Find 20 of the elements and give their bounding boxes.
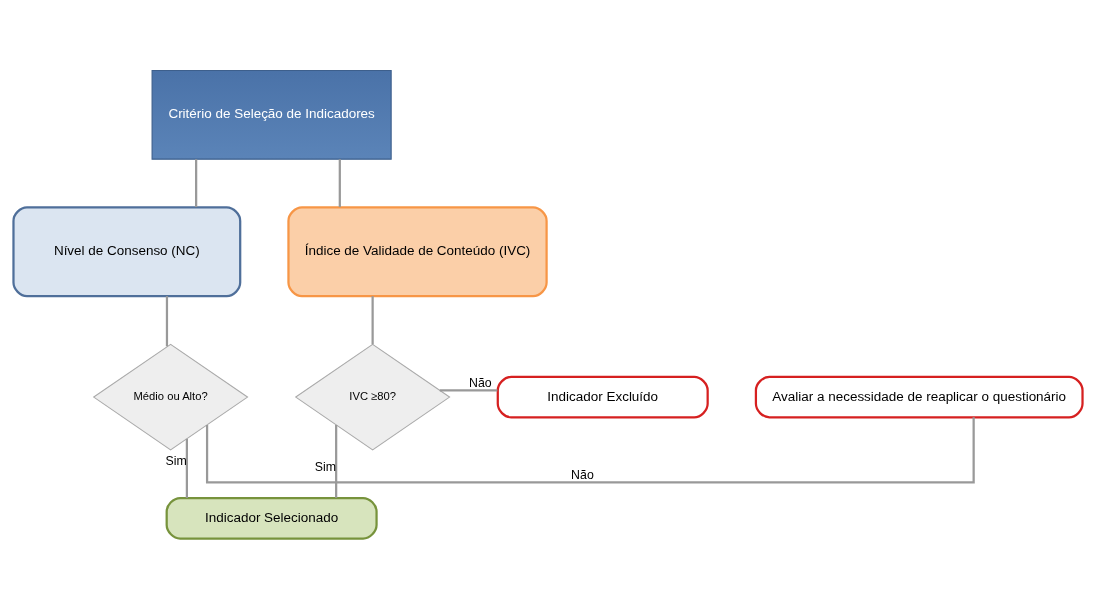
node-diamond: IVC ≥80? <box>294 343 451 450</box>
connector <box>165 295 169 346</box>
connector <box>335 424 338 498</box>
node-box: Indicador Excluído <box>496 375 709 418</box>
edge-label: Não <box>469 375 492 390</box>
node-diamond: Médio ou Alto? <box>92 343 249 450</box>
node-box: Índice de Validade de Conteúdo (IVC) <box>287 205 548 297</box>
edge-label: Não <box>571 467 594 482</box>
connector <box>439 388 498 391</box>
connector <box>338 158 341 207</box>
node-box: Critério de Seleção de Indicadores <box>151 69 392 160</box>
connector <box>371 295 374 344</box>
node-box: Avaliar a necessidade de reaplicar o questionário <box>754 375 1084 418</box>
connector <box>195 158 198 207</box>
connector <box>205 416 975 483</box>
node-box: Indicador Selecionado <box>165 496 378 540</box>
edge-label: Sim <box>165 453 187 468</box>
connector <box>185 438 188 498</box>
edge-label: Sim <box>314 459 337 474</box>
node-box: Nível de Consenso (NC) <box>12 205 242 297</box>
